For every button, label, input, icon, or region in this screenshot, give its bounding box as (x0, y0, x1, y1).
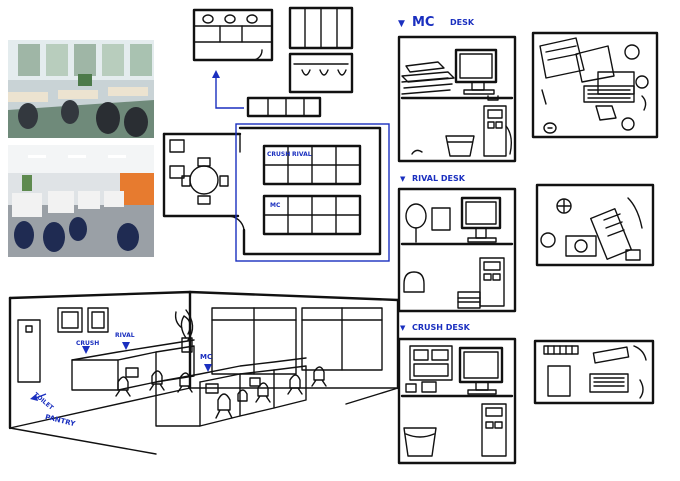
crush-desk-marker-icon: ▼ (400, 324, 406, 332)
reference-photo-office-1-art (8, 40, 154, 138)
reference-photo-office-2-art (8, 145, 154, 257)
mc-desk-front-drawing (397, 35, 517, 163)
rival-desk-top-drawing (535, 183, 655, 267)
rival-desk-front-drawing (397, 187, 517, 313)
mc-desk-marker-icon: ▼ (398, 19, 405, 29)
crush-desk-top-drawing (533, 339, 655, 405)
crush-desk-front-drawing (397, 337, 517, 465)
office-floor-plan-drawing (162, 96, 390, 262)
plan-label-crush: CRUSH (267, 151, 291, 158)
plan-label-rival: RIVAL (292, 151, 312, 158)
office-perspective-drawing (8, 290, 400, 455)
reference-photo-office-2 (8, 145, 154, 257)
toilet-plan-drawing (192, 6, 354, 94)
plan-to-toilet-arrow (212, 70, 244, 109)
mc-desk-title: MC (412, 15, 435, 30)
mc-desk-top-drawing (531, 31, 659, 139)
plan-label-mc: MC (270, 202, 281, 209)
persp-label-mc: MC (200, 353, 213, 361)
rival-desk-title: RIVAL DESK (412, 174, 465, 183)
mc-desk-side-items (543, 122, 557, 134)
mc-desk-title-suffix: DESK (450, 18, 475, 27)
crush-desk-title: CRUSH DESK (412, 323, 470, 332)
rival-desk-marker-icon: ▼ (400, 175, 406, 183)
persp-label-crush: CRUSH (76, 340, 100, 347)
persp-label-rival: RIVAL (115, 332, 135, 339)
reference-photo-office-1 (8, 40, 154, 138)
